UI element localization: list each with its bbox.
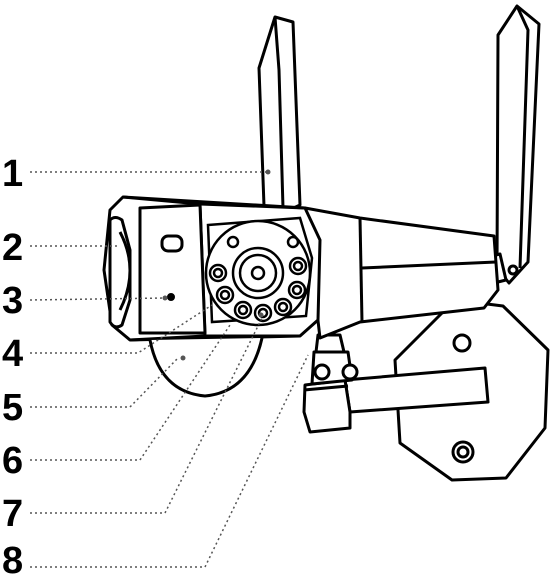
rear-antenna [495, 4, 541, 285]
leader-4 [30, 304, 213, 354]
leader-lines [29, 171, 309, 568]
callout-1: 1 [2, 153, 24, 195]
front-antenna [257, 15, 302, 214]
leader-7 [30, 317, 263, 514]
callout-2: 2 [2, 227, 24, 269]
callout-5: 5 [2, 387, 24, 429]
leader-8 [30, 354, 309, 568]
leader-6 [30, 324, 231, 461]
callout-3: 3 [2, 280, 24, 322]
mount-bracket [302, 333, 490, 434]
leader-5 [30, 357, 179, 408]
callout-4: 4 [2, 333, 24, 375]
leader-dots [162, 169, 271, 361]
callout-8: 8 [2, 540, 24, 582]
callout-7: 7 [2, 493, 24, 535]
callout-6: 6 [2, 440, 24, 482]
main-lens-cluster [204, 216, 314, 327]
